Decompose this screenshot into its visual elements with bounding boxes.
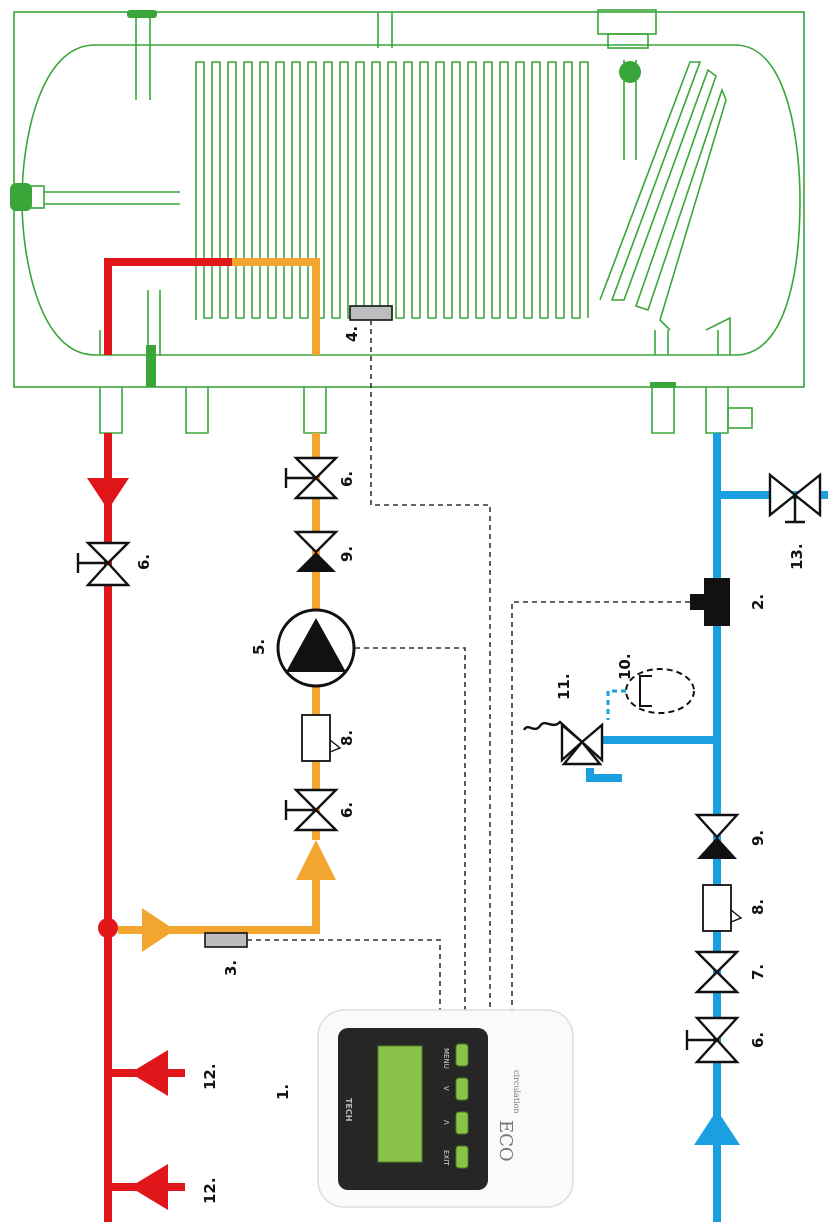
valve-icon[interactable]: [76, 541, 131, 587]
filter-icon[interactable]: [702, 884, 743, 932]
pump-icon[interactable]: [276, 608, 356, 688]
label-controller: 1.: [274, 1084, 292, 1100]
check-valve-icon[interactable]: [694, 813, 740, 859]
expansion-vessel-icon: [606, 668, 695, 720]
circulation-arrow-in: [142, 908, 175, 952]
valve-icon[interactable]: [768, 472, 822, 524]
label-expansion: 10.: [616, 653, 634, 680]
product-label: ECO: [495, 1120, 516, 1162]
label-outlet-1: 12.: [201, 1063, 219, 1090]
label-temp-sensor-return: 3.: [222, 960, 240, 976]
label-check-left: 9.: [338, 546, 356, 562]
label-flow-sensor: 2.: [749, 594, 767, 610]
filter-icon[interactable]: [301, 714, 342, 762]
down-button-label: V: [442, 1086, 450, 1091]
sensor-icon: [349, 305, 393, 321]
valve-icon[interactable]: [284, 456, 339, 500]
valve-icon[interactable]: [694, 950, 740, 994]
exit-button[interactable]: [455, 1145, 469, 1169]
label-valve-top: 6.: [338, 471, 356, 487]
circulation-arrow: [296, 840, 336, 880]
brand-label: TECH: [344, 1098, 353, 1122]
label-temp-sensor-tank: 4.: [343, 326, 361, 342]
up-button-label: Λ: [442, 1120, 450, 1125]
exit-button-label: EXIT: [442, 1150, 450, 1166]
label-valve-hot: 6.: [135, 554, 153, 570]
label-valve-mid: 6.: [338, 802, 356, 818]
valve-icon[interactable]: [284, 788, 339, 832]
water-heater-tank: [10, 9, 805, 434]
signal-wires: [247, 320, 690, 1010]
product-sub-label: circulation: [512, 1070, 521, 1114]
label-outlet-2: 12.: [201, 1177, 219, 1204]
sensor-icon: [204, 932, 248, 948]
outlet-arrow-2: [130, 1164, 168, 1210]
label-pump: 5.: [250, 639, 268, 655]
sensor-icon: [690, 578, 730, 626]
menu-button-label: MENU: [442, 1048, 450, 1069]
outlet-arrow-1: [130, 1050, 168, 1096]
label-filter-right: 8.: [749, 899, 767, 915]
down-button[interactable]: [455, 1077, 469, 1101]
label-filter-left: 8.: [338, 730, 356, 746]
safety-valve-icon[interactable]: [522, 720, 604, 766]
label-valve-7: 7.: [749, 964, 767, 980]
hot-arrow-top: [87, 478, 129, 510]
up-button[interactable]: [455, 1111, 469, 1135]
menu-button[interactable]: [455, 1043, 469, 1067]
controller-device[interactable]: MENU V Λ EXIT TECH ECO circulation: [317, 1009, 574, 1208]
label-drain-valve: 13.: [788, 543, 806, 570]
valve-icon[interactable]: [685, 1016, 740, 1064]
controller-display: [377, 1045, 423, 1163]
check-valve-icon[interactable]: [293, 530, 339, 572]
label-safety-valve: 11.: [555, 673, 573, 700]
label-valve-cold: 6.: [749, 1032, 767, 1048]
cold-arrow: [694, 1110, 740, 1145]
label-check-right: 9.: [749, 830, 767, 846]
